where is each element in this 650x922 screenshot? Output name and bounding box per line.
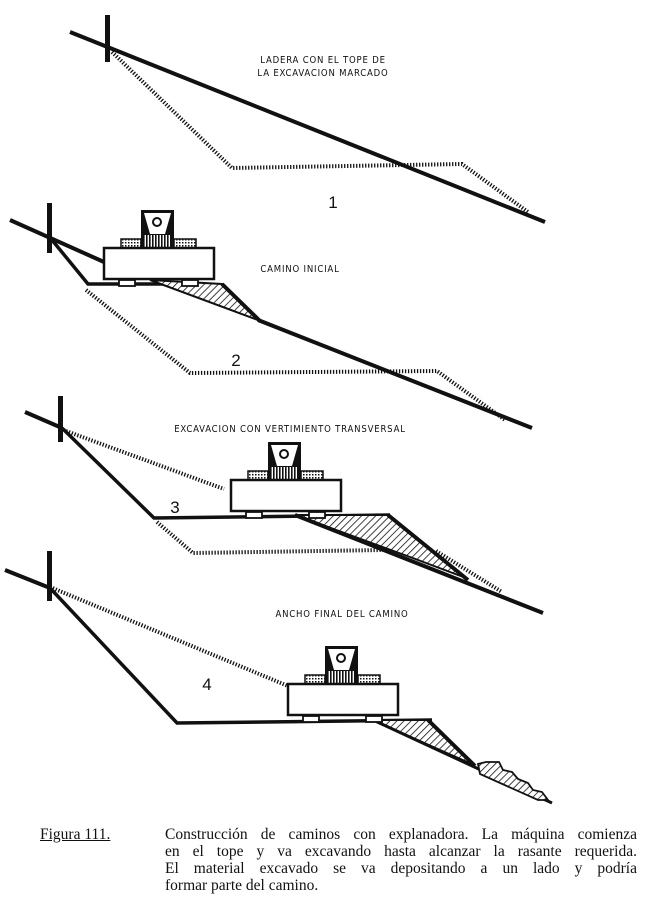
original-ground-dashed	[49, 585, 289, 688]
bulldozer-icon	[286, 644, 400, 724]
panel-1-title: LADERA CON EL TOPE DE	[260, 55, 386, 66]
panel-3: EXCAVACION CON VERTIMIENTO TRANSVERSAL 3	[24, 396, 544, 615]
bulldozer-icon	[102, 208, 216, 288]
caption-line: en el tope y va excavando hasta alcanzar…	[165, 843, 637, 860]
planned-excavation-outline	[84, 288, 507, 422]
panel-4: ANCHO FINAL DEL CAMINO 4	[4, 551, 553, 805]
panel-3-number: 3	[170, 498, 179, 517]
stake-marker	[58, 396, 63, 442]
hillside-ground-line	[9, 218, 105, 264]
hillside-ground-line	[69, 30, 546, 224]
planned-excavation-outline	[155, 520, 384, 556]
original-ground-dashed	[65, 429, 225, 491]
hillside-ground-line	[4, 568, 51, 590]
panel-1-title: LA EXCAVACION MARCADO	[257, 68, 388, 79]
caption-text: Construcción de caminos con explanadora.…	[165, 826, 637, 894]
cut-slope-line	[48, 586, 433, 725]
fill-slope-line	[426, 718, 477, 768]
fill-slope-line	[220, 282, 262, 323]
panel-2-number: 2	[231, 351, 240, 370]
panel-1-number: 1	[328, 193, 337, 212]
cut-slope-line	[50, 238, 178, 286]
fill-slope-line	[386, 513, 470, 582]
caption-line: formar parte del camino.	[165, 877, 319, 894]
caption-line: El material excavado se va depositando a…	[165, 860, 637, 877]
stake-marker	[47, 551, 52, 601]
panel-3-title: EXCAVACION CON VERTIMIENTO TRANSVERSAL	[174, 424, 406, 435]
panel-1: LADERA CON EL TOPE DE LA EXCAVACION MARC…	[69, 15, 546, 224]
hillside-ground-line	[294, 513, 544, 615]
planned-excavation-outline	[434, 549, 504, 594]
hillside-ground-line	[257, 318, 533, 430]
panel-4-number: 4	[202, 675, 211, 694]
panel-4-title: ANCHO FINAL DEL CAMINO	[275, 609, 408, 620]
stake-marker	[47, 203, 52, 253]
caption-line: Construcción de caminos con explanadora.…	[165, 826, 637, 843]
bulldozer-icon	[229, 440, 343, 520]
hillside-ground-line	[24, 410, 63, 430]
figure-label: Figura 111.	[40, 826, 111, 843]
stake-marker	[105, 15, 110, 62]
panel-2-title: CAMINO INICIAL	[260, 264, 339, 275]
panel-2: CAMINO INICIAL 2	[9, 203, 533, 430]
fill-material-wedge	[149, 279, 259, 321]
spoil-material-pile	[476, 761, 550, 801]
